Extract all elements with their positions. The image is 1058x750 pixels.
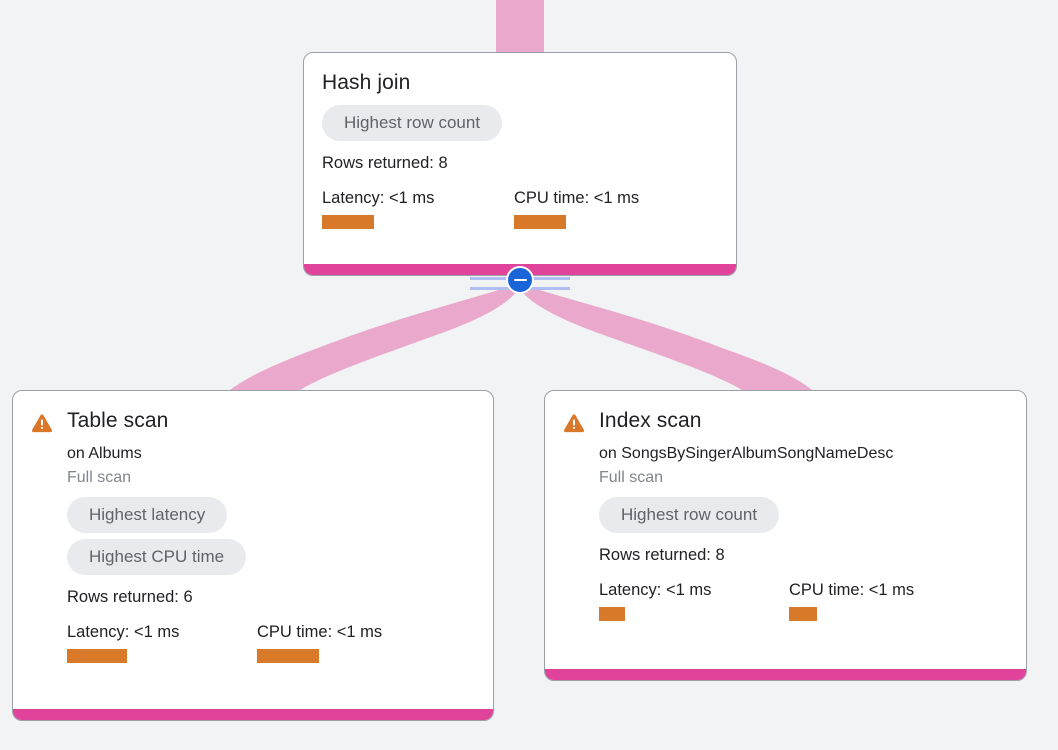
node-header: Table scan (31, 407, 475, 435)
node-body: Index scan on SongsBySingerAlbumSongName… (545, 391, 1026, 669)
node-body: Table scan on Albums Full scan Highest l… (13, 391, 493, 709)
edge-hashjoin-to-tablescan (230, 284, 519, 390)
badge-highest-cpu-time: Highest CPU time (67, 539, 247, 575)
latency-label: Latency: <1 ms (322, 189, 435, 207)
node-title: Index scan (599, 409, 702, 432)
node-subtitle-target: on SongsBySingerAlbumSongNameDesc (599, 445, 894, 462)
node-header: Index scan (563, 407, 1008, 435)
node-details: on SongsBySingerAlbumSongNameDesc Full s… (563, 435, 1008, 621)
node-content: Index scan (599, 407, 702, 435)
cpu-metric: CPU time: <1 ms (789, 579, 914, 621)
badge-highest-row-count: Highest row count (322, 105, 503, 141)
badge-highest-row-count: Highest row count (599, 497, 780, 533)
badge-highest-latency: Highest latency (67, 497, 228, 533)
node-metrics: Latency: <1 ms CPU time: <1 ms (67, 621, 475, 663)
cpu-metric: CPU time: <1 ms (514, 187, 639, 229)
node-subtitle-target: on Albums (67, 445, 142, 462)
node-content: Table scan (67, 407, 168, 435)
node-chips: Highest latency Highest CPU time (67, 497, 475, 575)
node-header: Hash join Highest row count Rows returne… (322, 69, 718, 229)
plan-node-table-scan[interactable]: Table scan on Albums Full scan Highest l… (12, 390, 494, 721)
node-subtitle-scan-type: Full scan (599, 469, 664, 486)
cpu-time-bar (789, 607, 817, 621)
cpu-time-label: CPU time: <1 ms (257, 623, 383, 641)
plan-node-index-scan[interactable]: Index scan on SongsBySingerAlbumSongName… (544, 390, 1027, 681)
rows-returned: Rows returned: 8 (322, 154, 448, 172)
latency-label: Latency: <1 ms (599, 581, 712, 599)
node-metrics: Latency: <1 ms CPU time: <1 ms (322, 187, 639, 229)
latency-bar (599, 607, 625, 621)
cpu-time-bar (257, 649, 319, 663)
node-accent-bar (13, 709, 493, 720)
collapse-toggle-group (470, 266, 570, 298)
node-chips: Highest row count (322, 105, 639, 141)
node-content: Hash join Highest row count Rows returne… (322, 69, 639, 229)
rows-returned: Rows returned: 8 (599, 546, 725, 564)
node-chips: Highest row count (599, 497, 1008, 533)
node-subtitle-scan-type: Full scan (67, 469, 132, 486)
cpu-metric: CPU time: <1 ms (257, 621, 382, 663)
minus-icon (513, 278, 527, 282)
latency-bar (322, 215, 374, 229)
latency-metric: Latency: <1 ms (67, 621, 257, 663)
latency-bar (67, 649, 127, 663)
node-accent-bar (545, 669, 1026, 680)
node-body: Hash join Highest row count Rows returne… (304, 53, 736, 264)
edge-hashjoin-to-indexscan (519, 284, 812, 390)
edge-incoming-ribbon (496, 0, 544, 54)
node-details: on Albums Full scan Highest latency High… (31, 435, 475, 663)
collapse-toggle-button[interactable] (506, 266, 534, 294)
warning-triangle-icon (563, 414, 585, 433)
latency-metric: Latency: <1 ms (599, 579, 789, 621)
node-title: Hash join (322, 71, 411, 94)
node-title: Table scan (67, 409, 169, 432)
plan-node-hash-join[interactable]: Hash join Highest row count Rows returne… (303, 52, 737, 276)
cpu-time-label: CPU time: <1 ms (514, 189, 640, 207)
latency-label: Latency: <1 ms (67, 623, 180, 641)
rows-returned: Rows returned: 6 (67, 588, 193, 606)
cpu-time-label: CPU time: <1 ms (789, 581, 915, 599)
node-metrics: Latency: <1 ms CPU time: <1 ms (599, 579, 1008, 621)
warning-triangle-icon (31, 414, 53, 433)
latency-metric: Latency: <1 ms (322, 187, 514, 229)
cpu-time-bar (514, 215, 566, 229)
